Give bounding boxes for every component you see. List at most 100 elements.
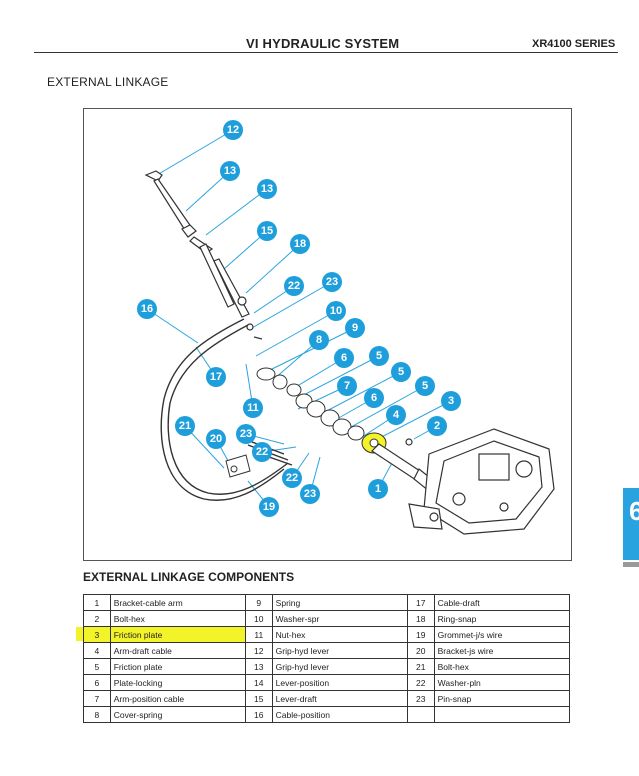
- leader-lines: [146, 129, 452, 508]
- callout-badge: 23: [322, 272, 342, 292]
- callout-label: 22: [286, 472, 298, 484]
- part-name: Washer-spr: [271, 610, 408, 627]
- bracket-js-wire: [225, 454, 251, 478]
- callout-label: 5: [422, 380, 428, 392]
- callout-label: 7: [344, 380, 350, 392]
- callout-label: 23: [326, 276, 338, 288]
- part-number: 15: [244, 690, 273, 707]
- part-number: 16: [244, 706, 273, 723]
- callout-label: 9: [352, 322, 358, 334]
- hydraulic-housing: [408, 428, 555, 535]
- callout-badge: 18: [290, 234, 310, 254]
- components-title: EXTERNAL LINKAGE COMPONENTS: [83, 570, 295, 584]
- part-name: Arm-draft cable: [109, 642, 246, 659]
- linkage-diagram: 12 13 13 15 18 22 23 16 10 9 8 6 5 17 7 …: [83, 108, 572, 561]
- callout-label: 22: [256, 446, 268, 458]
- callout-label: 10: [330, 305, 342, 317]
- part-number: 18: [406, 610, 435, 627]
- callout-badge: 13: [220, 161, 240, 181]
- part-name: Bolt-hex: [433, 658, 571, 675]
- part-name: Cover-spring: [109, 706, 246, 723]
- part-name: Cable-position: [271, 706, 408, 723]
- callout-badge: 2: [427, 416, 447, 436]
- part-number: 22: [406, 674, 435, 691]
- part-number: 17: [406, 594, 435, 611]
- callout-label: 6: [371, 392, 377, 404]
- callout-badge: 3: [441, 391, 461, 411]
- part-number: 7: [83, 690, 111, 707]
- callout-label: 13: [224, 165, 236, 177]
- callout-badge: 11: [243, 398, 263, 418]
- lever-assembly: [144, 170, 263, 340]
- part-name: Friction plate: [109, 658, 246, 675]
- callout-label: 20: [210, 433, 222, 445]
- part-number: 1: [83, 594, 111, 611]
- part-number: 3: [83, 626, 111, 643]
- part-name: Grip-hyd lever: [271, 658, 408, 675]
- callout-badge: 8: [309, 330, 329, 350]
- callout-label: 21: [179, 420, 191, 432]
- callout-label: 8: [316, 334, 322, 346]
- part-name: Lever-draft: [271, 690, 408, 707]
- callout-badge: 7: [337, 376, 357, 396]
- part-name: Arm-position cable: [109, 690, 246, 707]
- callout-badge: 5: [369, 346, 389, 366]
- callout-badge: 9: [345, 318, 365, 338]
- part-number: 20: [406, 642, 435, 659]
- callout-label: 2: [434, 420, 440, 432]
- callout-badge: 23: [300, 484, 320, 504]
- header-series: XR4100 SERIES: [532, 38, 616, 50]
- callout-label: 17: [210, 371, 222, 383]
- part-number: 21: [406, 658, 435, 675]
- callout-label: 19: [263, 501, 275, 513]
- part-number: 9: [244, 594, 273, 611]
- part-number: 14: [244, 674, 273, 691]
- part-name: Grip-hyd lever: [271, 642, 408, 659]
- part-name: Cable-draft: [433, 594, 571, 611]
- part-name: Friction plate: [109, 626, 246, 643]
- bracket-cable-arm: [371, 438, 435, 492]
- callout-badge: 20: [206, 429, 226, 449]
- callout-badge: 6: [364, 388, 384, 408]
- part-number: 19: [406, 626, 435, 643]
- callout-label: 5: [398, 366, 404, 378]
- diagram-drawing: 12 13 13 15 18 22 23 16 10 9 8 6 5 17 7 …: [137, 120, 555, 535]
- callout-badge: 22: [252, 442, 272, 462]
- callout-group: 12 13 13 15 18 22 23 16 10 9 8 6 5 17 7 …: [137, 120, 461, 517]
- callout-label: 3: [448, 395, 454, 407]
- callout-label: 13: [261, 183, 273, 195]
- section-title: EXTERNAL LINKAGE: [47, 75, 169, 89]
- part-number: [406, 706, 435, 723]
- part-name: Pin-snap: [433, 690, 571, 707]
- callout-badge: 5: [391, 362, 411, 382]
- part-number: 10: [244, 610, 273, 627]
- callout-badge: 21: [175, 416, 195, 436]
- cables: [160, 318, 293, 501]
- callout-badge: 23: [236, 424, 256, 444]
- part-number: 11: [244, 626, 273, 643]
- callout-badge: 16: [137, 299, 157, 319]
- callout-label: 23: [304, 488, 316, 500]
- part-number: 8: [83, 706, 111, 723]
- callout-badge: 5: [415, 376, 435, 396]
- part-name: Bolt-hex: [109, 610, 246, 627]
- highlight-marker: [76, 627, 83, 641]
- callout-badge: 17: [206, 367, 226, 387]
- header-divider: [34, 52, 618, 53]
- callout-badge: 6: [334, 348, 354, 368]
- chapter-tab-bar: [623, 562, 639, 567]
- part-number: 23: [406, 690, 435, 707]
- header-title: VI HYDRAULIC SYSTEM: [246, 36, 400, 51]
- chapter-tab: 6: [623, 488, 639, 560]
- part-name: [433, 706, 571, 723]
- callout-label: 12: [227, 124, 239, 136]
- callout-badge: 10: [326, 301, 346, 321]
